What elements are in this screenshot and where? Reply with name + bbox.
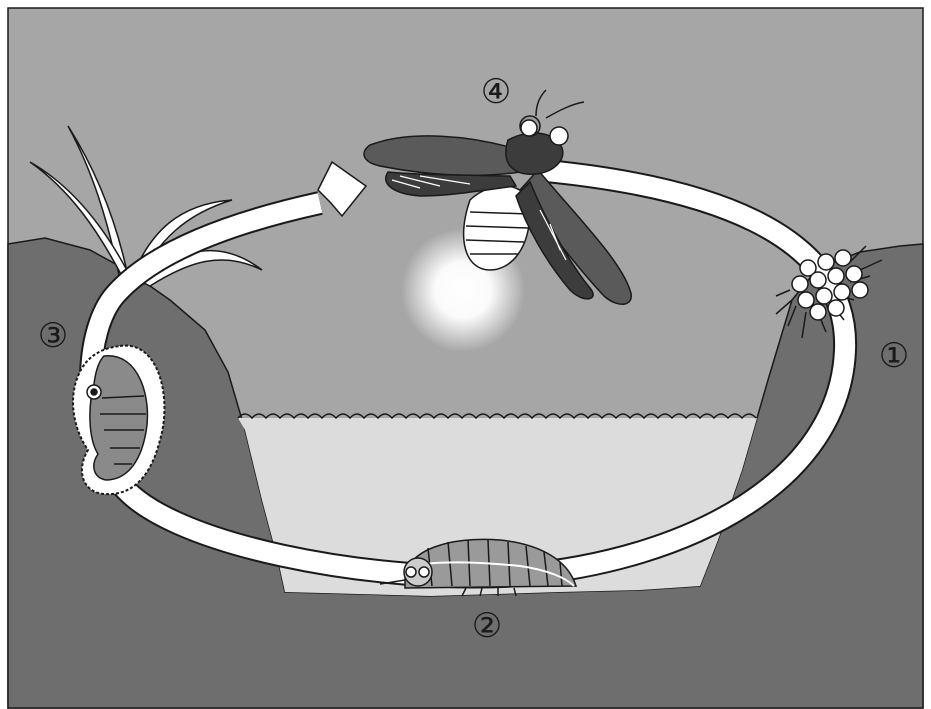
stage-label-pupa: ③ bbox=[33, 316, 73, 356]
stage-label-adult: ④ bbox=[476, 72, 516, 112]
stage-label-egg: ① bbox=[874, 336, 914, 376]
stage-label-larva: ② bbox=[467, 606, 507, 646]
